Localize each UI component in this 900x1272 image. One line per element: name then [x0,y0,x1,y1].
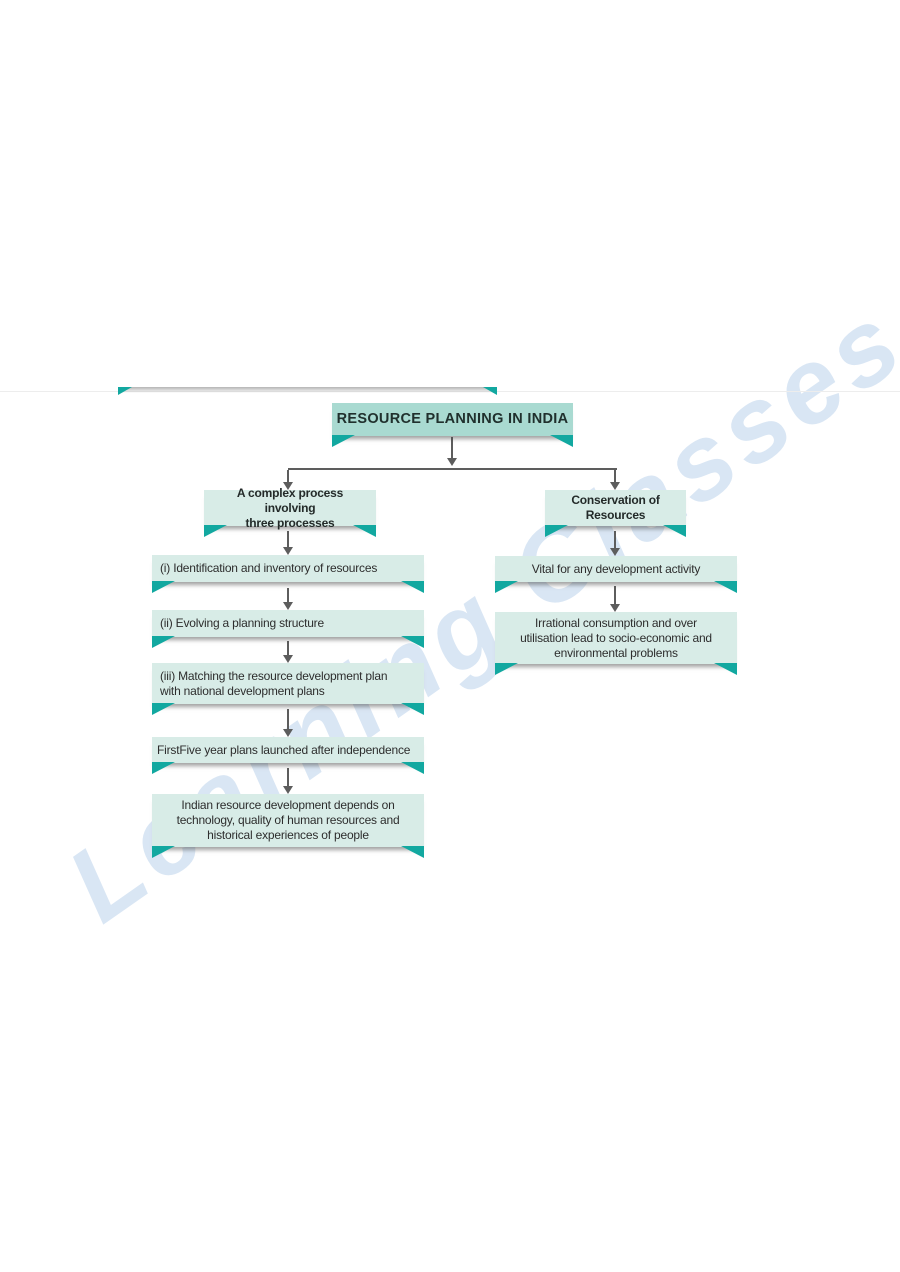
flow-box-step-iii: (iii) Matching the resource development … [152,663,424,704]
arrow-right-1 [610,531,620,556]
cutoff-box-shadow [118,387,497,393]
arrow-left-5 [283,768,293,794]
connector-left-stub [283,470,293,490]
connector-branch-bar [288,468,617,470]
connector-title-stem [447,437,457,466]
arrow-left-3 [283,641,293,663]
left-branch-header-box: A complex process involving three proces… [204,486,376,530]
flow-box-five-year-plans: FirstFive year plans launched after inde… [152,737,424,763]
flow-box-indian-resource-development: Indian resource development depends on t… [152,794,424,847]
arrow-left-2 [283,588,293,610]
flow-box-vital-development: Vital for any development activity [495,556,737,582]
cutoff-box-corner-left [118,387,132,395]
connector-right-stub [610,470,620,490]
flow-box-irrational-consumption: Irrational consumption and over utilisat… [495,612,737,664]
arrow-left-1 [283,531,293,555]
arrow-right-2 [610,586,620,612]
flow-box-step-ii: (ii) Evolving a planning structure [152,610,424,637]
flow-box-step-i: (i) Identification and inventory of reso… [152,555,424,582]
top-divider-line [0,391,900,392]
cutoff-box-corner-right [483,387,497,395]
arrow-left-4 [283,709,293,737]
right-branch-header-box: Conservation of Resources [545,490,686,526]
flow-title-box: RESOURCE PLANNING IN INDIA [332,403,573,436]
